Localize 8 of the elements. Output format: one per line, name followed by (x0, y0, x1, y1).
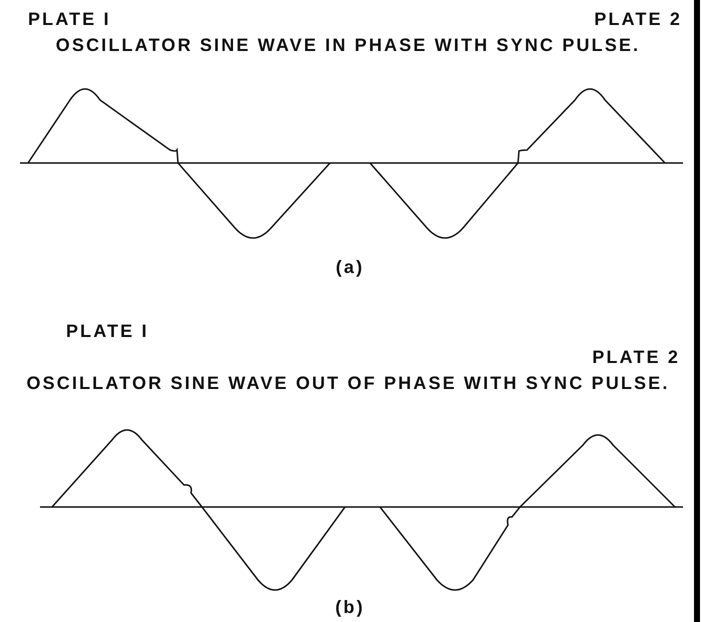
plate-label: PLATE 2 (592, 346, 680, 369)
waveform-caption: OSCILLATOR SINE WAVE OUT OF PHASE WITH SYNC PULSE. (25, 372, 671, 395)
figure-label: (b) (334, 596, 366, 619)
figure-label: (a) (334, 256, 366, 279)
plate-label: PLATE 2 (594, 8, 682, 31)
plate-label: PLATE I (28, 8, 111, 31)
waveform-caption: OSCILLATOR SINE WAVE IN PHASE WITH SYNC PULSE. (54, 34, 642, 57)
plate-label: PLATE I (66, 320, 149, 343)
